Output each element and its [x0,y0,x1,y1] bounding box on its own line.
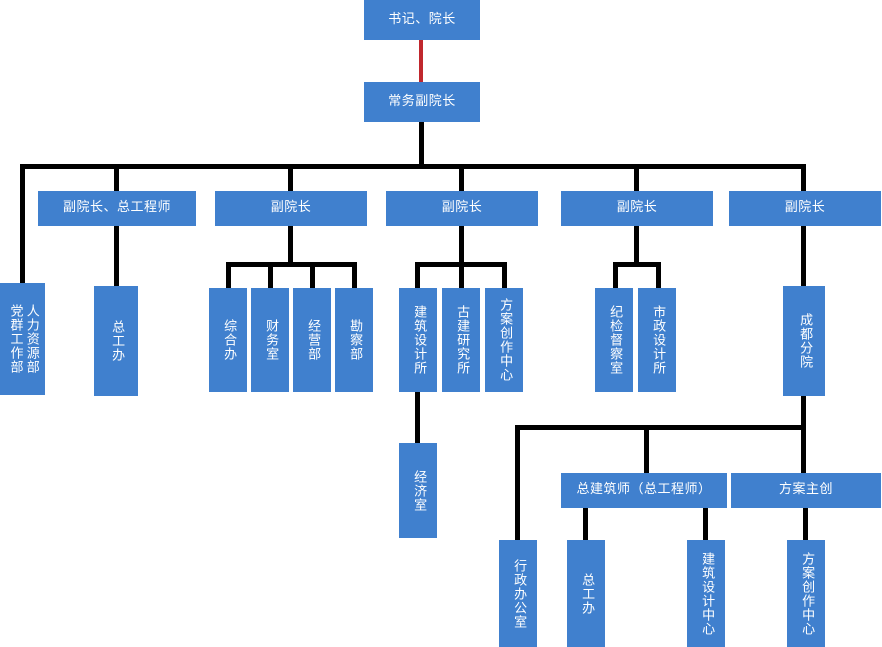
node-chief-architect[interactable]: 总建筑师（总工程师） [561,473,727,508]
node-branch-scheme-creation-center[interactable]: 方案创作中心 [787,540,825,647]
node-municipal-design-institute[interactable]: 市政设计所 [638,288,676,392]
connector-vp-2-drop [459,226,464,264]
connector-scheme-lead-to-branch-scheme-creation-center [803,508,808,540]
node-operations-dept[interactable]: 经营部 [293,288,331,392]
node-economics-office[interactable]: 经济室 [399,443,437,538]
connector-main-bus [20,164,806,169]
connector-chengdu-branch-drop [801,396,806,428]
connector-vp-3-drop [634,226,639,264]
node-vp-4[interactable]: 副院长 [729,191,881,226]
node-ancient-architecture-institute[interactable]: 古建研究所 [442,288,480,392]
connector-bus-to-hr-dept [20,164,25,286]
connector-vp-2-to-ancient-architecture-institute [459,262,464,288]
node-discipline-inspection-office[interactable]: 纪检督察室 [595,288,633,392]
node-party-work-dept-label: 党群工作部 [7,304,23,374]
connector-vp-3-to-discipline-inspection-office [613,262,618,288]
node-hr-dept-label: 人力资源部 [23,304,39,374]
connector-bus-to-vp-2 [459,164,464,191]
node-finance-office[interactable]: 财务室 [251,288,289,392]
node-vp-1[interactable]: 副院长 [215,191,367,226]
connector-bus-to-vp-4 [801,164,806,191]
node-administrative-office[interactable]: 行政办公室 [499,540,537,647]
node-branch-architecture-design-center[interactable]: 建筑设计中心 [687,540,725,647]
connector-president-to-exec-vp [419,40,423,82]
node-survey-dept[interactable]: 勘察部 [335,288,373,392]
connector-vp-3-to-municipal-design-institute [656,262,661,288]
connector-architecture-design-institute-to-economics-office [415,392,420,443]
connector-vp-2-to-scheme-creation-center [502,262,507,288]
connector-chengdu-branch-bus [515,425,806,430]
node-scheme-lead[interactable]: 方案主创 [731,473,881,508]
connector-exec-vp-drop [419,122,424,168]
node-architecture-design-institute[interactable]: 建筑设计所 [399,288,437,392]
connector-vp-1-drop [288,226,293,264]
connector-vp-1-to-finance-office [268,262,273,288]
node-general-office[interactable]: 综合办 [209,288,247,392]
node-scheme-creation-center[interactable]: 方案创作中心 [485,288,523,392]
connector-bus-to-vp-3 [634,164,639,191]
node-vp-3[interactable]: 副院长 [561,191,713,226]
node-branch-chief-engineer-office[interactable]: 总工办 [567,540,605,647]
connector-vp-2-to-architecture-design-institute [415,262,420,288]
connector-vp-1-to-survey-dept [352,262,357,288]
connector-vp-chief-engineer-to-chief-engineer-office [114,226,119,286]
node-chief-engineer-office[interactable]: 总工办 [94,286,138,396]
connector-vp-1-to-general-office [226,262,231,288]
connector-chengdu-branch-to-administrative-office [515,425,520,540]
connector-bus-to-vp-chief-engineer [114,164,119,191]
connector-vp-1-to-operations-dept [310,262,315,288]
node-secretary-president[interactable]: 书记、院长 [364,0,480,40]
node-executive-vice-president[interactable]: 常务副院长 [364,82,480,122]
node-hr-and-party-work-dept[interactable]: 党群工作部 人力资源部 [0,283,45,395]
connector-vp-3-bus [613,262,661,267]
connector-chief-architect-to-branch-chief-engineer-office [583,508,588,540]
node-vp-chief-engineer[interactable]: 副院长、总工程师 [38,191,196,226]
connector-chengdu-branch-to-scheme-lead [801,425,806,475]
connector-bus-to-vp-1 [288,164,293,191]
connector-vp-1-bus [226,262,357,267]
connector-chengdu-branch-to-chief-architect [644,425,649,475]
connector-vp-4-to-chengdu-branch [801,226,806,286]
node-vp-2[interactable]: 副院长 [386,191,538,226]
connector-chief-architect-to-branch-architecture-design-center [703,508,708,540]
node-chengdu-branch[interactable]: 成都分院 [783,286,825,396]
